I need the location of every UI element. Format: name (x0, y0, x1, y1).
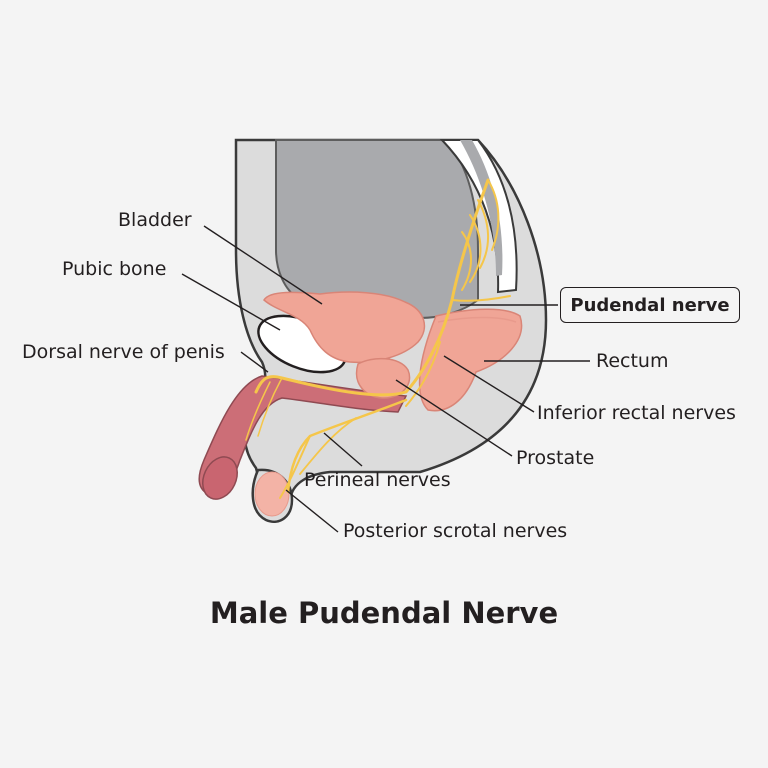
diagram-title: Male Pudendal Nerve (209, 596, 559, 630)
label-posterior-scrotal-nerves: Posterior scrotal nerves (343, 520, 568, 542)
label-prostate: Prostate (516, 447, 595, 469)
label-rectum: Rectum (596, 350, 669, 372)
label-pubic-bone: Pubic bone (62, 258, 167, 280)
label-pudendal-nerve: Pudendal nerve (560, 287, 740, 323)
label-perineal-nerves: Perineal nerves (304, 469, 451, 491)
glans (202, 456, 238, 500)
bladder (263, 291, 426, 364)
pelvic-cavity (275, 139, 479, 320)
label-bladder: Bladder (118, 209, 192, 231)
testis (254, 471, 290, 517)
label-inferior-rectal-nerves: Inferior rectal nerves (537, 402, 736, 424)
leader-lines (181, 225, 590, 533)
nerve-network (245, 178, 511, 499)
label-dorsal-nerve: Dorsal nerve of penis (22, 341, 225, 363)
sacrum-inner (460, 140, 503, 276)
prostate (355, 357, 411, 399)
